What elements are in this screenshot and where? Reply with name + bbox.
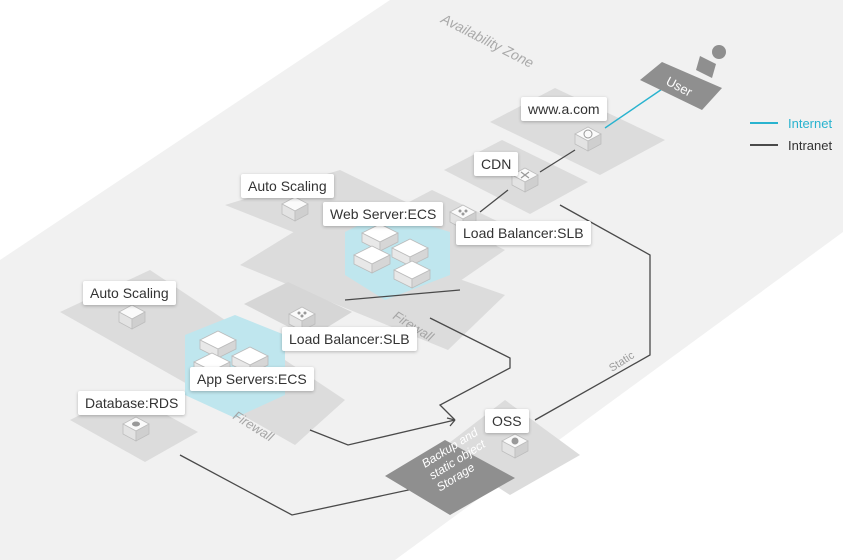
link-web-app [344,289,461,301]
web-server-label: Web Server:ECS [323,202,444,226]
link-app-oss [309,419,456,446]
oss-label: OSS [485,409,529,433]
legend-item-intranet: Intranet [750,134,832,156]
legend-label-internet: Internet [788,115,833,131]
internet-link [604,84,669,129]
arrow-head [446,417,456,427]
intranet-connections [179,149,651,516]
storage-icon [501,433,529,459]
database-icon [122,416,150,442]
globe-icon [574,126,602,152]
app-servers-label: App Servers:ECS [190,367,314,391]
legend: Internet Intranet [750,112,832,156]
auto-scaling-app-label: Auto Scaling [83,281,176,305]
link-cdn-oss [534,204,651,421]
legend-item-internet: Internet [750,112,832,134]
storage-block [385,440,515,515]
cdn-label: CDN [474,152,519,176]
link-www-cdn [539,149,576,173]
intranet-line-swatch [750,144,778,146]
auto-scaling-web-label: Auto Scaling [241,174,334,198]
link-web-oss [429,317,511,421]
load-balancer-web-label: Load Balancer:SLB [456,221,591,245]
legend-label-intranet: Intranet [788,137,833,153]
www-label: www.a.com [521,97,607,121]
link-db-storage [179,454,456,516]
load-balancer-icon [288,306,316,332]
user-icon [696,45,726,78]
database-label: Database:RDS [78,391,186,415]
cdn-icon [511,167,539,193]
link-cdn-lb [479,189,509,213]
load-balancer-icon [449,204,477,230]
load-balancer-app-label: Load Balancer:SLB [282,327,417,351]
internet-line-swatch [750,122,778,124]
user-block [640,62,722,110]
